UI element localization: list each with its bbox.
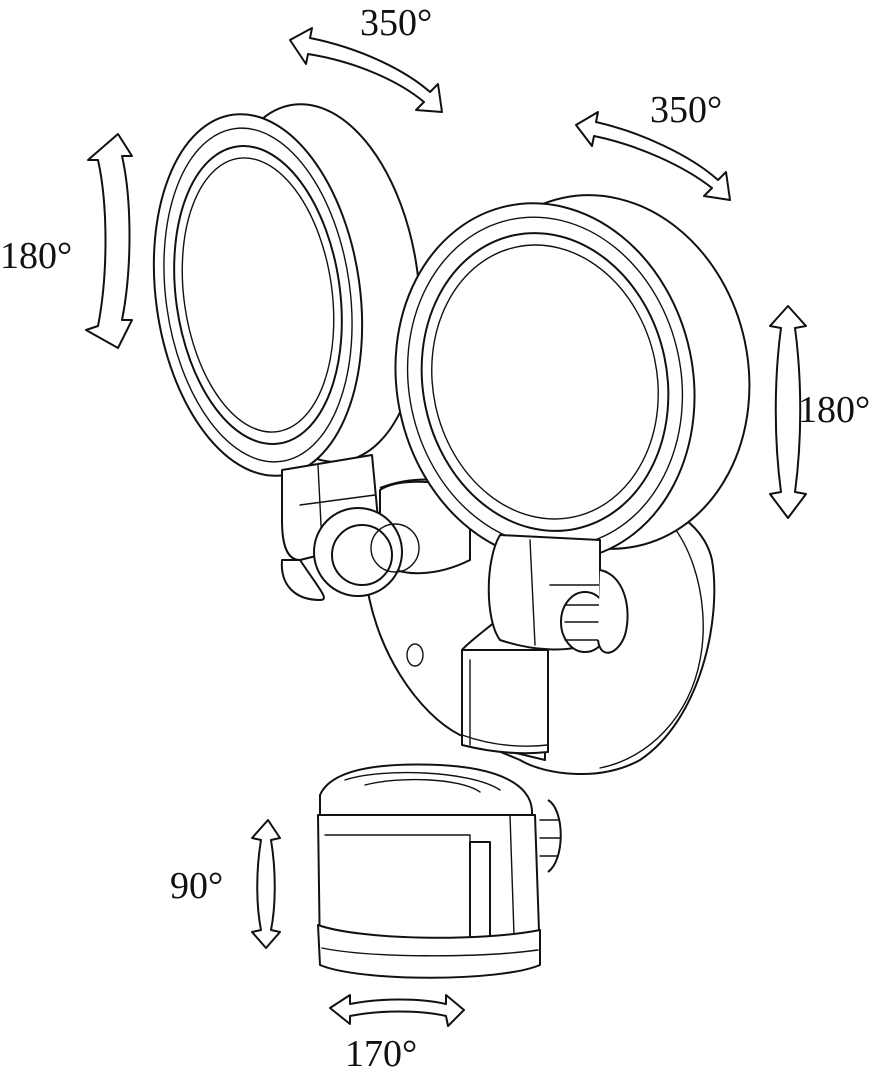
right-head-tilt-arrow	[769, 305, 807, 519]
sensor-tilt-label: 90°	[170, 865, 223, 907]
left-head-tilt-arrow	[85, 133, 133, 349]
left-lamp-head	[152, 103, 422, 477]
sensor-pan-arrow	[329, 994, 465, 1027]
left-head-pan-label: 350°	[360, 2, 432, 44]
left-swivel-joint	[280, 454, 420, 601]
right-head-tilt-label: 180°	[798, 389, 870, 431]
left-head-tilt-label: 180°	[0, 235, 72, 277]
right-swivel-joint	[487, 534, 629, 654]
motion-sensor	[317, 763, 562, 979]
left-head-pan-arrow	[289, 27, 443, 113]
sensor-pan-label: 170°	[345, 1033, 417, 1074]
right-head-pan-label: 350°	[650, 89, 722, 131]
right-head-pan-arrow	[575, 111, 731, 201]
sensor-tilt-arrow	[251, 819, 281, 949]
right-lamp-head	[394, 194, 751, 562]
